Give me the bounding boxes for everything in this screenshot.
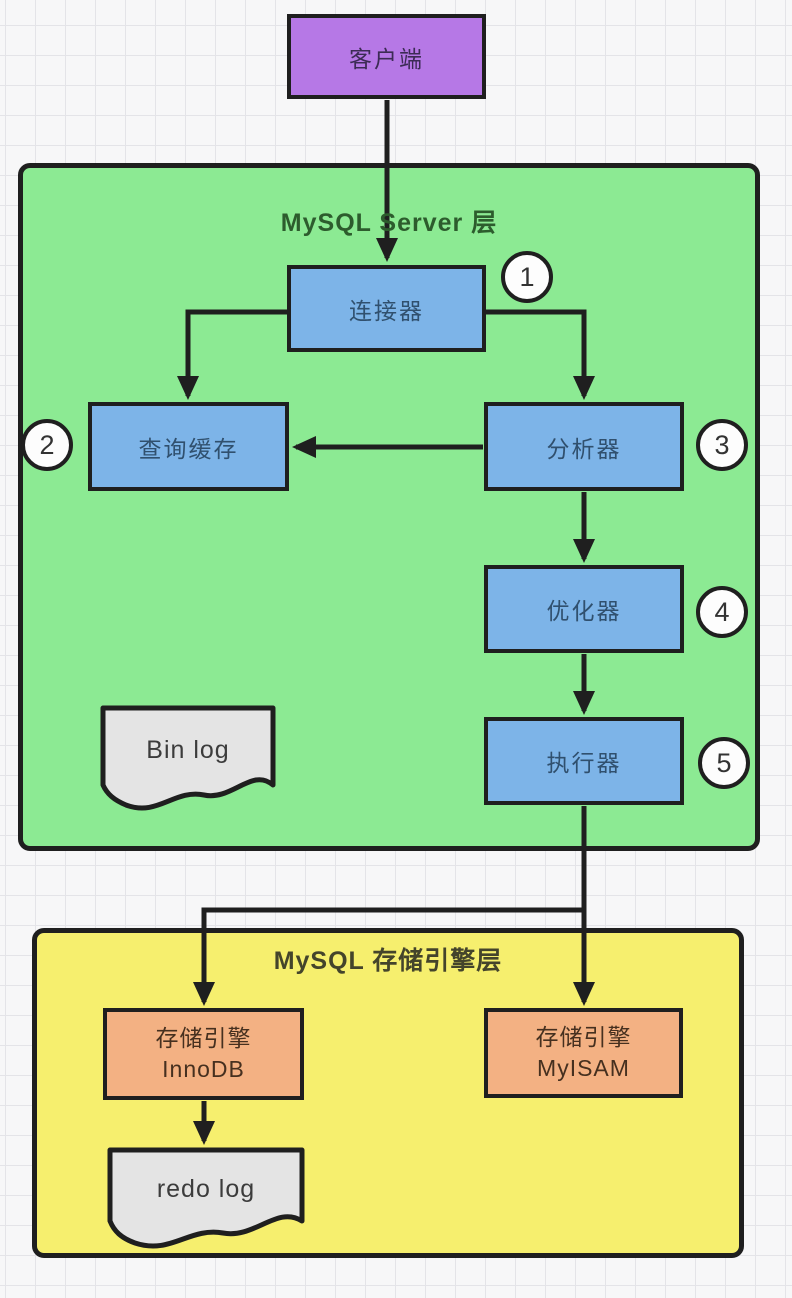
connector-label: 连接器: [349, 297, 424, 324]
optimizer-node: 优化器: [484, 565, 684, 653]
analyzer-label: 分析器: [546, 435, 622, 462]
bin-log-document-shape: [100, 705, 276, 811]
executor-label: 执行器: [546, 750, 622, 776]
analyzer-node: 分析器: [484, 402, 684, 491]
redo-log-label: redo log: [156, 1174, 256, 1203]
query-cache-node: 查询缓存: [88, 402, 289, 491]
innodb-engine-label-line2: InnoDB: [162, 1056, 245, 1082]
step-badge-3-number: 3: [714, 429, 730, 460]
step-badge-2: 2: [21, 419, 73, 471]
step-badge-1: 1: [501, 251, 553, 303]
myisam-engine-label-line2: MyISAM: [537, 1055, 630, 1081]
edge-connector-to-query-cache: [177, 309, 288, 400]
step-badge-3: 3: [696, 419, 748, 471]
executor-node: 执行器: [484, 717, 684, 805]
edge-executor-to-innodb: [193, 907, 584, 1006]
client-label: 客户端: [349, 45, 424, 72]
myisam-engine-label-line1: 存储引擎: [535, 1024, 632, 1050]
connector-node: 连接器: [287, 265, 486, 352]
step-badge-1-number: 1: [519, 261, 535, 292]
redo-log-document: redo log: [107, 1147, 305, 1250]
bin-log-label: Bin log: [146, 735, 230, 764]
server-layer-title: MySQL Server 层: [280, 209, 498, 237]
step-badge-4: 4: [696, 586, 748, 638]
query-cache-label: 查询缓存: [138, 435, 239, 462]
step-badge-5-number: 5: [716, 747, 732, 778]
redo-log-document-shape: [107, 1147, 305, 1249]
myisam-engine-node: 存储引擎 MyISAM: [484, 1008, 683, 1098]
edge-connector-to-analyzer: [485, 309, 595, 400]
optimizer-label: 优化器: [546, 598, 622, 624]
innodb-engine-node: 存储引擎 InnoDB: [103, 1008, 304, 1100]
innodb-engine-label-line1: 存储引擎: [155, 1025, 252, 1051]
step-badge-2-number: 2: [39, 429, 55, 460]
step-badge-5: 5: [698, 737, 750, 789]
client-node: 客户端: [287, 14, 486, 99]
storage-layer-title: MySQL 存储引擎层: [273, 947, 503, 975]
step-badge-4-number: 4: [714, 596, 730, 627]
bin-log-document: Bin log: [100, 705, 276, 815]
